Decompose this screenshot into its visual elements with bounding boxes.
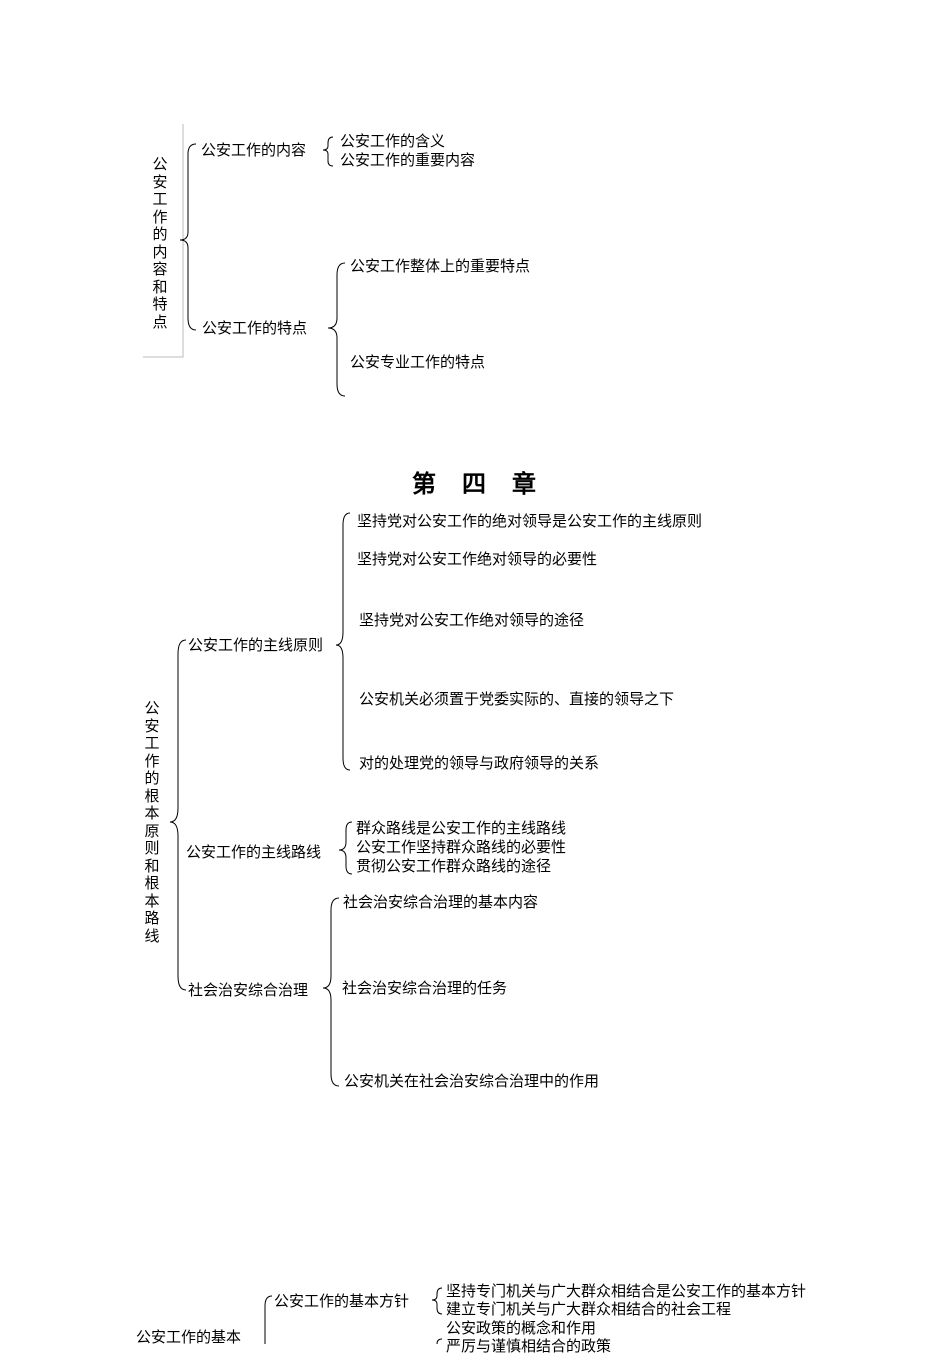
section2-branch-governance: 社会治安综合治理 — [188, 981, 309, 999]
section1-root-label: 公安工作的内容和特点 — [152, 155, 168, 331]
section3-branch2-item-2: 严厉与谨慎相结合的政策 — [446, 1337, 612, 1355]
section2-line-item-1: 群众路线是公安工作的主线路线 — [356, 819, 567, 837]
section2-governance-item-3: 公安机关在社会治安综合治理中的作用 — [344, 1072, 600, 1090]
section2-line-item-3: 贯彻公安工作群众路线的途径 — [356, 857, 552, 875]
section1-features-item-1: 公安工作整体上的重要特点 — [350, 257, 531, 275]
section2-line-item-2: 公安工作坚持群众路线的必要性 — [356, 838, 567, 856]
section1-branch-features: 公安工作的特点 — [202, 319, 308, 337]
section2-principle-item-1: 坚持党对公安工作的绝对领导是公安工作的主线原则 — [357, 512, 703, 530]
section3-branch-policy: 公安工作的基本方针 — [274, 1292, 410, 1310]
section2-principle-item-5: 对的处理党的领导与政府领导的关系 — [359, 754, 600, 772]
section2-principle-item-3: 坚持党对公安工作绝对领导的途径 — [359, 611, 585, 629]
section1-branch-content: 公安工作的内容 — [201, 141, 307, 159]
section1-content-item-2: 公安工作的重要内容 — [340, 151, 476, 169]
section2-branch-line: 公安工作的主线路线 — [186, 843, 322, 861]
section2-governance-item-1: 社会治安综合治理的基本内容 — [343, 893, 539, 911]
section3-policy-item-1: 坚持专门机关与广大群众相结合是公安工作的基本方针 — [446, 1282, 807, 1300]
section3-root-label: 公安工作的基本 — [136, 1328, 242, 1346]
section2-governance-item-2: 社会治安综合治理的任务 — [342, 979, 508, 997]
section3-policy-item-2: 建立专门机关与广大群众相结合的社会工程 — [446, 1300, 732, 1318]
section1-features-item-2: 公安专业工作的特点 — [350, 353, 486, 371]
section2-root-label: 公安工作的根本原则和根本路线 — [144, 699, 160, 945]
section2-branch-principle: 公安工作的主线原则 — [188, 636, 324, 654]
section2-principle-item-4: 公安机关必须置于党委实际的、直接的领导之下 — [359, 690, 675, 708]
section2-principle-item-2: 坚持党对公安工作绝对领导的必要性 — [357, 550, 598, 568]
section3-branch2-item-1: 公安政策的概念和作用 — [446, 1319, 597, 1337]
section1-content-item-1: 公安工作的含义 — [340, 132, 446, 150]
chapter-heading: 第四章 — [412, 470, 562, 498]
